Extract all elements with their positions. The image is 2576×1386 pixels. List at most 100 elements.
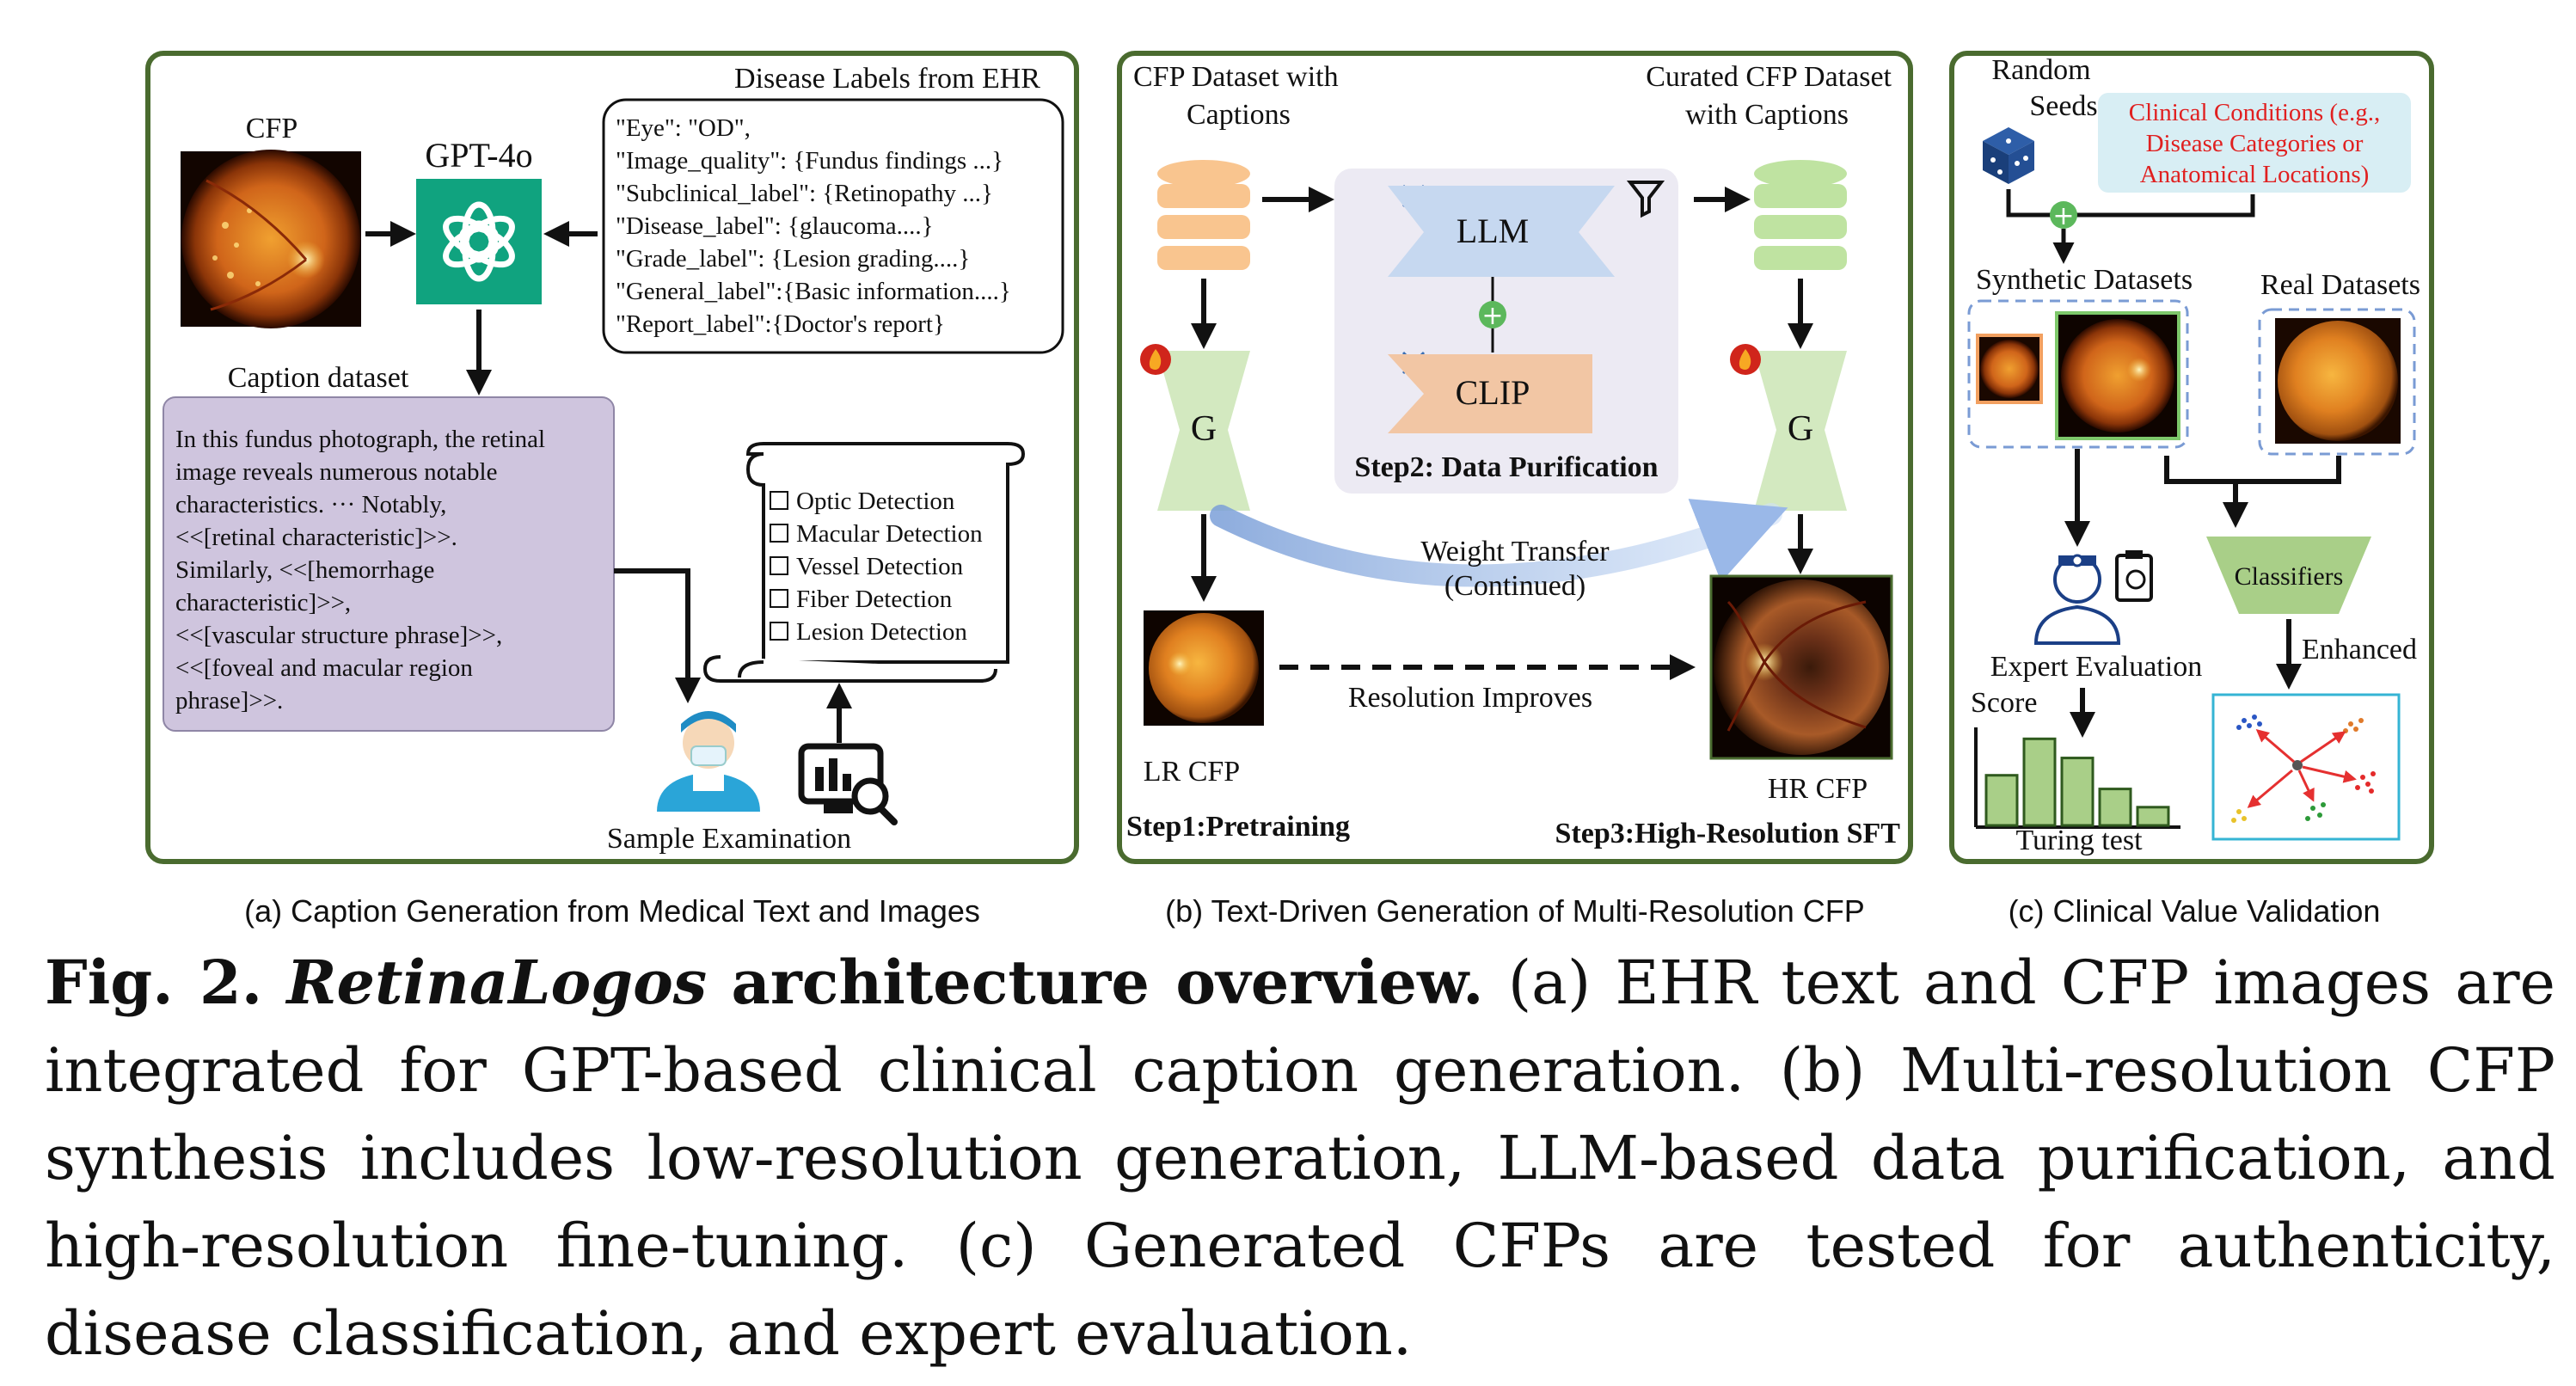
ehr-line: "Grade_label": {Lesion grading....} (616, 245, 970, 273)
clinical-conditions-box (2098, 93, 2411, 193)
arrow-caption-to-doctor (614, 568, 701, 703)
gpt-logo-icon (416, 179, 542, 304)
gpt-label: GPT-4o (425, 136, 532, 175)
plus-icon (2050, 201, 2077, 229)
checklist-item: Lesion Detection (796, 618, 967, 646)
caption-box (163, 396, 615, 732)
ehr-lines: "Eye": "OD", "Image_quality": {Fundus fi… (616, 114, 1011, 338)
checkbox (770, 556, 788, 575)
clipboard-icon (2115, 550, 2153, 602)
checkbox (770, 622, 788, 641)
caption-line: Similarly, <<[hemorrhage (175, 556, 434, 584)
turing-bar (2098, 788, 2132, 827)
turing-chart (1974, 727, 2180, 829)
generator-label: G (1191, 409, 1217, 449)
clinical-conditions-text: Disease Categories or (2146, 130, 2364, 157)
clinical-conditions-text: Anatomical Locations) (2140, 161, 2370, 188)
turing-bar (1984, 774, 2019, 827)
classifiers-block (2206, 537, 2371, 614)
synthetic-dataset-box (1967, 299, 2189, 449)
caption-dataset-label: Caption dataset (228, 362, 409, 394)
ehr-line: "Subclinical_label": {Retinopathy ...} (616, 180, 993, 207)
caption-line: characteristics. ··· Notably, (175, 491, 446, 518)
caption-line: image reveals numerous notable (175, 458, 497, 486)
cfp-image-a (181, 150, 361, 328)
checklist-item: Macular Detection (796, 520, 983, 548)
step1-label: Step1:Pretraining (1126, 811, 1350, 843)
right-title: Curated CFP Dataset (1646, 61, 1892, 93)
checkbox (770, 524, 788, 543)
expert-label: Expert Evaluation (1990, 651, 2202, 683)
turing-bars (1984, 737, 2170, 827)
weight-transfer-label: Weight Transfer (1420, 536, 1610, 567)
generator-left (1157, 351, 1250, 511)
merge-to-classifiers (2164, 456, 2341, 523)
lr-label: LR CFP (1144, 756, 1240, 788)
figure-diagram: Disease Labels from EHR CFP GPT-4o "Eye"… (145, 51, 2434, 929)
fig-label: Fig. 2. (45, 947, 263, 1018)
ehr-line: "Disease_label": {glaucoma....} (616, 212, 934, 240)
weight-transfer-label: (Continued) (1444, 570, 1585, 602)
real-label: Real Datasets (2260, 269, 2420, 301)
ehr-line: "Eye": "OD", (616, 114, 751, 142)
enhanced-label: Enhanced (2302, 634, 2417, 665)
plus-icon-glyph: + (1481, 301, 1503, 331)
turing-bar (2136, 806, 2170, 827)
ehr-box (602, 98, 1064, 354)
lr-cfp-image (1144, 610, 1264, 726)
seed-connector (2006, 189, 2255, 218)
llm-block (1388, 186, 1615, 277)
weight-transfer-arc (1210, 499, 1788, 587)
step3-label: Step3:High-Resolution SFT (1555, 818, 1901, 849)
checklist-item: Fiber Detection (796, 586, 953, 613)
panel-b-frame (1117, 51, 1913, 864)
classifiers-label: Classifiers (2235, 562, 2344, 591)
step2-label: Step2: Data Purification (1354, 451, 1658, 483)
monitor-search-icon (798, 743, 898, 825)
turing-label: Turing test (2015, 825, 2143, 856)
hr-label: HR CFP (1768, 773, 1868, 805)
checklist-item: Vessel Detection (796, 553, 964, 580)
checkbox (770, 589, 788, 608)
fire-icon (1730, 344, 1761, 375)
caption-title: architecture overview. (731, 947, 1484, 1018)
synthetic-large-image (2055, 311, 2180, 440)
ehr-header: Disease Labels from EHR (734, 63, 1040, 95)
caption-line: phrase]>>. (175, 687, 283, 714)
plus-icon (1479, 301, 1506, 328)
turing-bar (2022, 737, 2057, 827)
panel-a-frame (145, 51, 1079, 864)
left-title: Captions (1187, 99, 1291, 131)
dice-icon (1983, 127, 2034, 184)
score-label: Score (1971, 687, 2037, 719)
clip-label: CLIP (1456, 373, 1530, 412)
left-title: CFP Dataset with (1133, 61, 1339, 93)
caption-line: <<[vascular structure phrase]>>, (175, 622, 502, 649)
doctor-icon (657, 711, 760, 812)
plus-icon-glyph: + (2052, 201, 2074, 231)
synthetic-small-image (1976, 334, 2043, 404)
generator-label: G (1788, 409, 1813, 449)
resolution-label: Resolution Improves (1348, 682, 1592, 714)
hr-cfp-image (1709, 574, 1893, 760)
synthetic-label: Synthetic Datasets (1976, 264, 2193, 296)
scatter-plot (2211, 693, 2401, 841)
subcaption-c: (c) Clinical Value Validation (2009, 893, 2381, 929)
checkbox (770, 491, 788, 510)
clinical-conditions-text: Clinical Conditions (e.g., (2129, 99, 2380, 126)
caption-body: (a) EHR text and CFP images are integrat… (45, 948, 2555, 1369)
turing-bar (2060, 757, 2095, 827)
checklist-item: Optic Detection (796, 488, 955, 515)
right-title: with Captions (1685, 99, 1849, 131)
real-dataset-box (2258, 308, 2416, 456)
subcaption-a: (a) Caption Generation from Medical Text… (244, 893, 980, 929)
filter-icon (1626, 181, 1665, 218)
caption-lines: In this fundus photograph, the retinal i… (175, 426, 545, 714)
generator-right (1754, 351, 1847, 511)
clip-block (1388, 354, 1592, 433)
ehr-line: "Image_quality": {Fundus findings ...} (616, 147, 1003, 175)
sample-exam-label: Sample Examination (607, 823, 851, 855)
fire-icon (1140, 344, 1171, 375)
doctor-icon (2033, 554, 2121, 645)
subcaption-b: (b) Text-Driven Generation of Multi-Reso… (1165, 893, 1865, 929)
